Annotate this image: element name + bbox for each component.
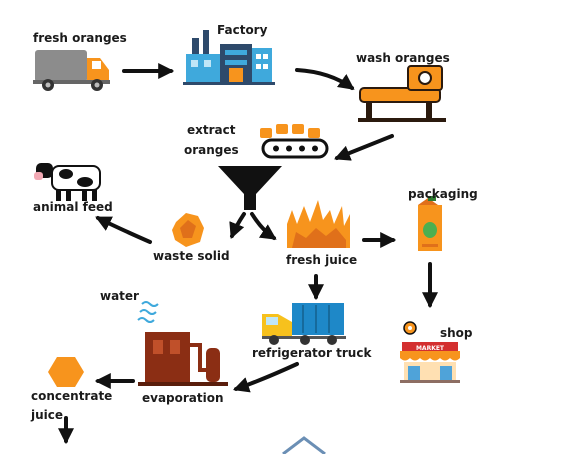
shop-icon: MARKET: [400, 321, 460, 383]
label-concentrate-line1: concentrate: [31, 389, 113, 403]
cow-icon: [34, 163, 101, 201]
arrow-wash-to-extract: [334, 134, 394, 161]
conveyor-icon: [260, 124, 329, 159]
arrow-truck-to-evaporation: [232, 362, 299, 393]
label-animal-feed: animal feed: [33, 200, 113, 214]
funnel-icon: [218, 166, 282, 210]
label-water: water: [100, 289, 139, 303]
house-roof-icon: [282, 436, 326, 454]
evaporator-icon: [138, 332, 228, 386]
delivery-truck-icon: [33, 50, 110, 91]
label-fresh-juice: fresh juice: [286, 253, 358, 267]
label-shop: shop: [440, 326, 473, 340]
juice-carton-icon: [418, 196, 442, 251]
label-fresh-oranges: fresh oranges: [33, 31, 127, 45]
label-waste-solid: waste solid: [153, 249, 230, 263]
factory-icon: [183, 30, 275, 85]
label-factory: Factory: [217, 23, 268, 37]
arrow-waste-to-feed: [95, 216, 152, 244]
flow-arrows: [58, 63, 438, 445]
waste-solid-icon: [172, 213, 204, 247]
juice-splash-icon: [287, 200, 350, 248]
label-extract-line1: extract: [187, 123, 236, 137]
refrigerator-truck-icon: [262, 303, 346, 345]
label-concentrate-line2: juice: [31, 408, 64, 422]
arrow-funnel-to-juice: [250, 212, 277, 240]
label-packaging: packaging: [408, 187, 478, 201]
arrow-factory-to-wash: [295, 68, 355, 90]
concentrate-hexagon-icon: [48, 357, 84, 387]
label-refrigerator-truck: refrigerator truck: [252, 346, 372, 360]
wash-machine-icon: [358, 65, 446, 122]
market-sign: MARKET: [416, 345, 445, 352]
water-steam-icon: [137, 301, 159, 323]
label-extract-line2: oranges: [184, 143, 239, 157]
label-evaporation: evaporation: [142, 391, 224, 405]
label-wash-oranges: wash oranges: [356, 51, 450, 65]
arrow-funnel-to-waste: [229, 212, 246, 239]
